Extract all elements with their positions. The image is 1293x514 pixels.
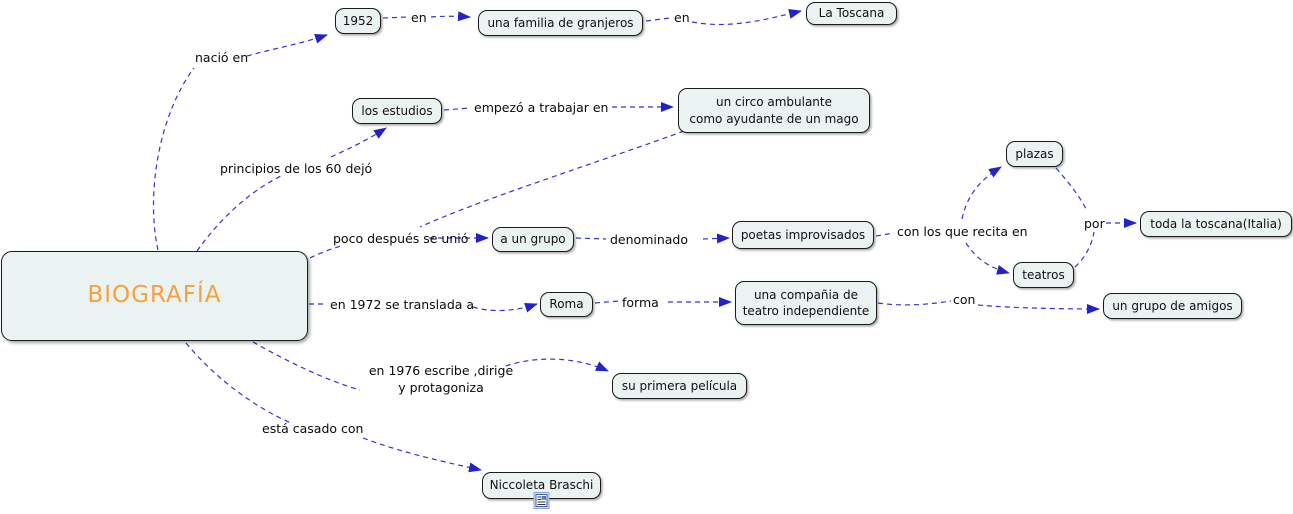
concept-roma[interactable]: Roma bbox=[540, 292, 593, 317]
document-image-resource-icon[interactable] bbox=[533, 492, 551, 510]
concept-teatros[interactable]: teatros bbox=[1013, 262, 1074, 288]
edge-en2-toscana bbox=[691, 8, 802, 26]
concept-1952[interactable]: 1952 bbox=[335, 8, 381, 34]
phrase-denominado[interactable]: denominado bbox=[610, 232, 689, 247]
edge-principios-estudios bbox=[330, 127, 387, 158]
concept-compania-teatro[interactable]: una compañia de teatro independiente bbox=[735, 281, 877, 325]
phrase-en-1[interactable]: en bbox=[411, 10, 427, 25]
edge-nacio-1952 bbox=[246, 34, 328, 57]
edge-recita-teatros bbox=[965, 242, 1010, 275]
edge-denominado-poetas bbox=[702, 233, 730, 244]
edge-bio-casado bbox=[185, 342, 292, 424]
edge-teatros-por bbox=[1074, 231, 1095, 268]
concept-poetas-improvisados[interactable]: poetas improvisados bbox=[732, 221, 874, 249]
phrase-en-2[interactable]: en bbox=[674, 10, 690, 25]
phrase-nacio-en[interactable]: nació en bbox=[195, 50, 249, 65]
phrase-esta-casado[interactable]: está casado con bbox=[262, 421, 364, 436]
edge-bio-principios bbox=[196, 175, 282, 252]
concept-toda-la-toscana[interactable]: toda la toscana(Italia) bbox=[1140, 211, 1292, 237]
phrase-principios-60[interactable]: principios de los 60 dejó bbox=[220, 161, 373, 176]
edge-poetas-recita bbox=[875, 232, 895, 237]
edge-escribe-pelicula bbox=[505, 358, 609, 372]
concept-la-toscana[interactable]: La Toscana bbox=[806, 2, 897, 25]
edge-grupo-denominado bbox=[575, 237, 607, 240]
phrase-poco-despues[interactable]: poco después se unió bbox=[333, 231, 469, 246]
concept-los-estudios[interactable]: los estudios bbox=[352, 98, 442, 124]
concept-familia-granjeros[interactable]: una familia de granjeros bbox=[478, 10, 643, 36]
edge-bio-escribe bbox=[252, 341, 361, 391]
edge-translada-roma bbox=[472, 303, 538, 313]
edge-bio-poco bbox=[309, 245, 342, 259]
edge-recita-plazas bbox=[961, 166, 1002, 220]
concept-biografia[interactable]: BIOGRAFÍA bbox=[1, 251, 308, 341]
phrase-1972-translada[interactable]: en 1972 se translada a bbox=[330, 297, 475, 312]
concept-circo-ambulante[interactable]: un circo ambulante como ayudante de un m… bbox=[678, 88, 870, 133]
edge-familia-en2 bbox=[645, 17, 671, 22]
concept-grupo-amigos[interactable]: un grupo de amigos bbox=[1103, 293, 1242, 319]
phrase-recita-en[interactable]: con los que recita en bbox=[897, 224, 1028, 239]
edge-plazas-por bbox=[1055, 167, 1088, 212]
edge-en1-familia bbox=[430, 11, 471, 22]
edge-con-amigos bbox=[977, 303, 1100, 314]
phrase-con[interactable]: con bbox=[953, 292, 976, 307]
edge-compania-con bbox=[877, 300, 952, 306]
edge-circo-poco bbox=[419, 130, 685, 228]
edge-casado-braschi bbox=[362, 437, 482, 473]
concept-primera-pelicula[interactable]: su primera película bbox=[612, 373, 747, 399]
phrase-empezo-trabajar[interactable]: empezó a trabajar en bbox=[474, 100, 609, 115]
phrase-por[interactable]: por bbox=[1084, 216, 1105, 231]
concept-plazas[interactable]: plazas bbox=[1006, 141, 1063, 167]
edge-roma-forma bbox=[594, 300, 620, 304]
edge-estudios-empezo bbox=[443, 107, 471, 111]
phrase-1976-escribe[interactable]: en 1976 escribe ,dirige y protagoniza bbox=[368, 363, 514, 395]
edge-1952-en1 bbox=[382, 16, 408, 19]
edge-bio-nacio bbox=[152, 67, 195, 251]
concept-a-un-grupo[interactable]: a un grupo bbox=[492, 227, 574, 252]
phrase-forma[interactable]: forma bbox=[622, 295, 659, 310]
